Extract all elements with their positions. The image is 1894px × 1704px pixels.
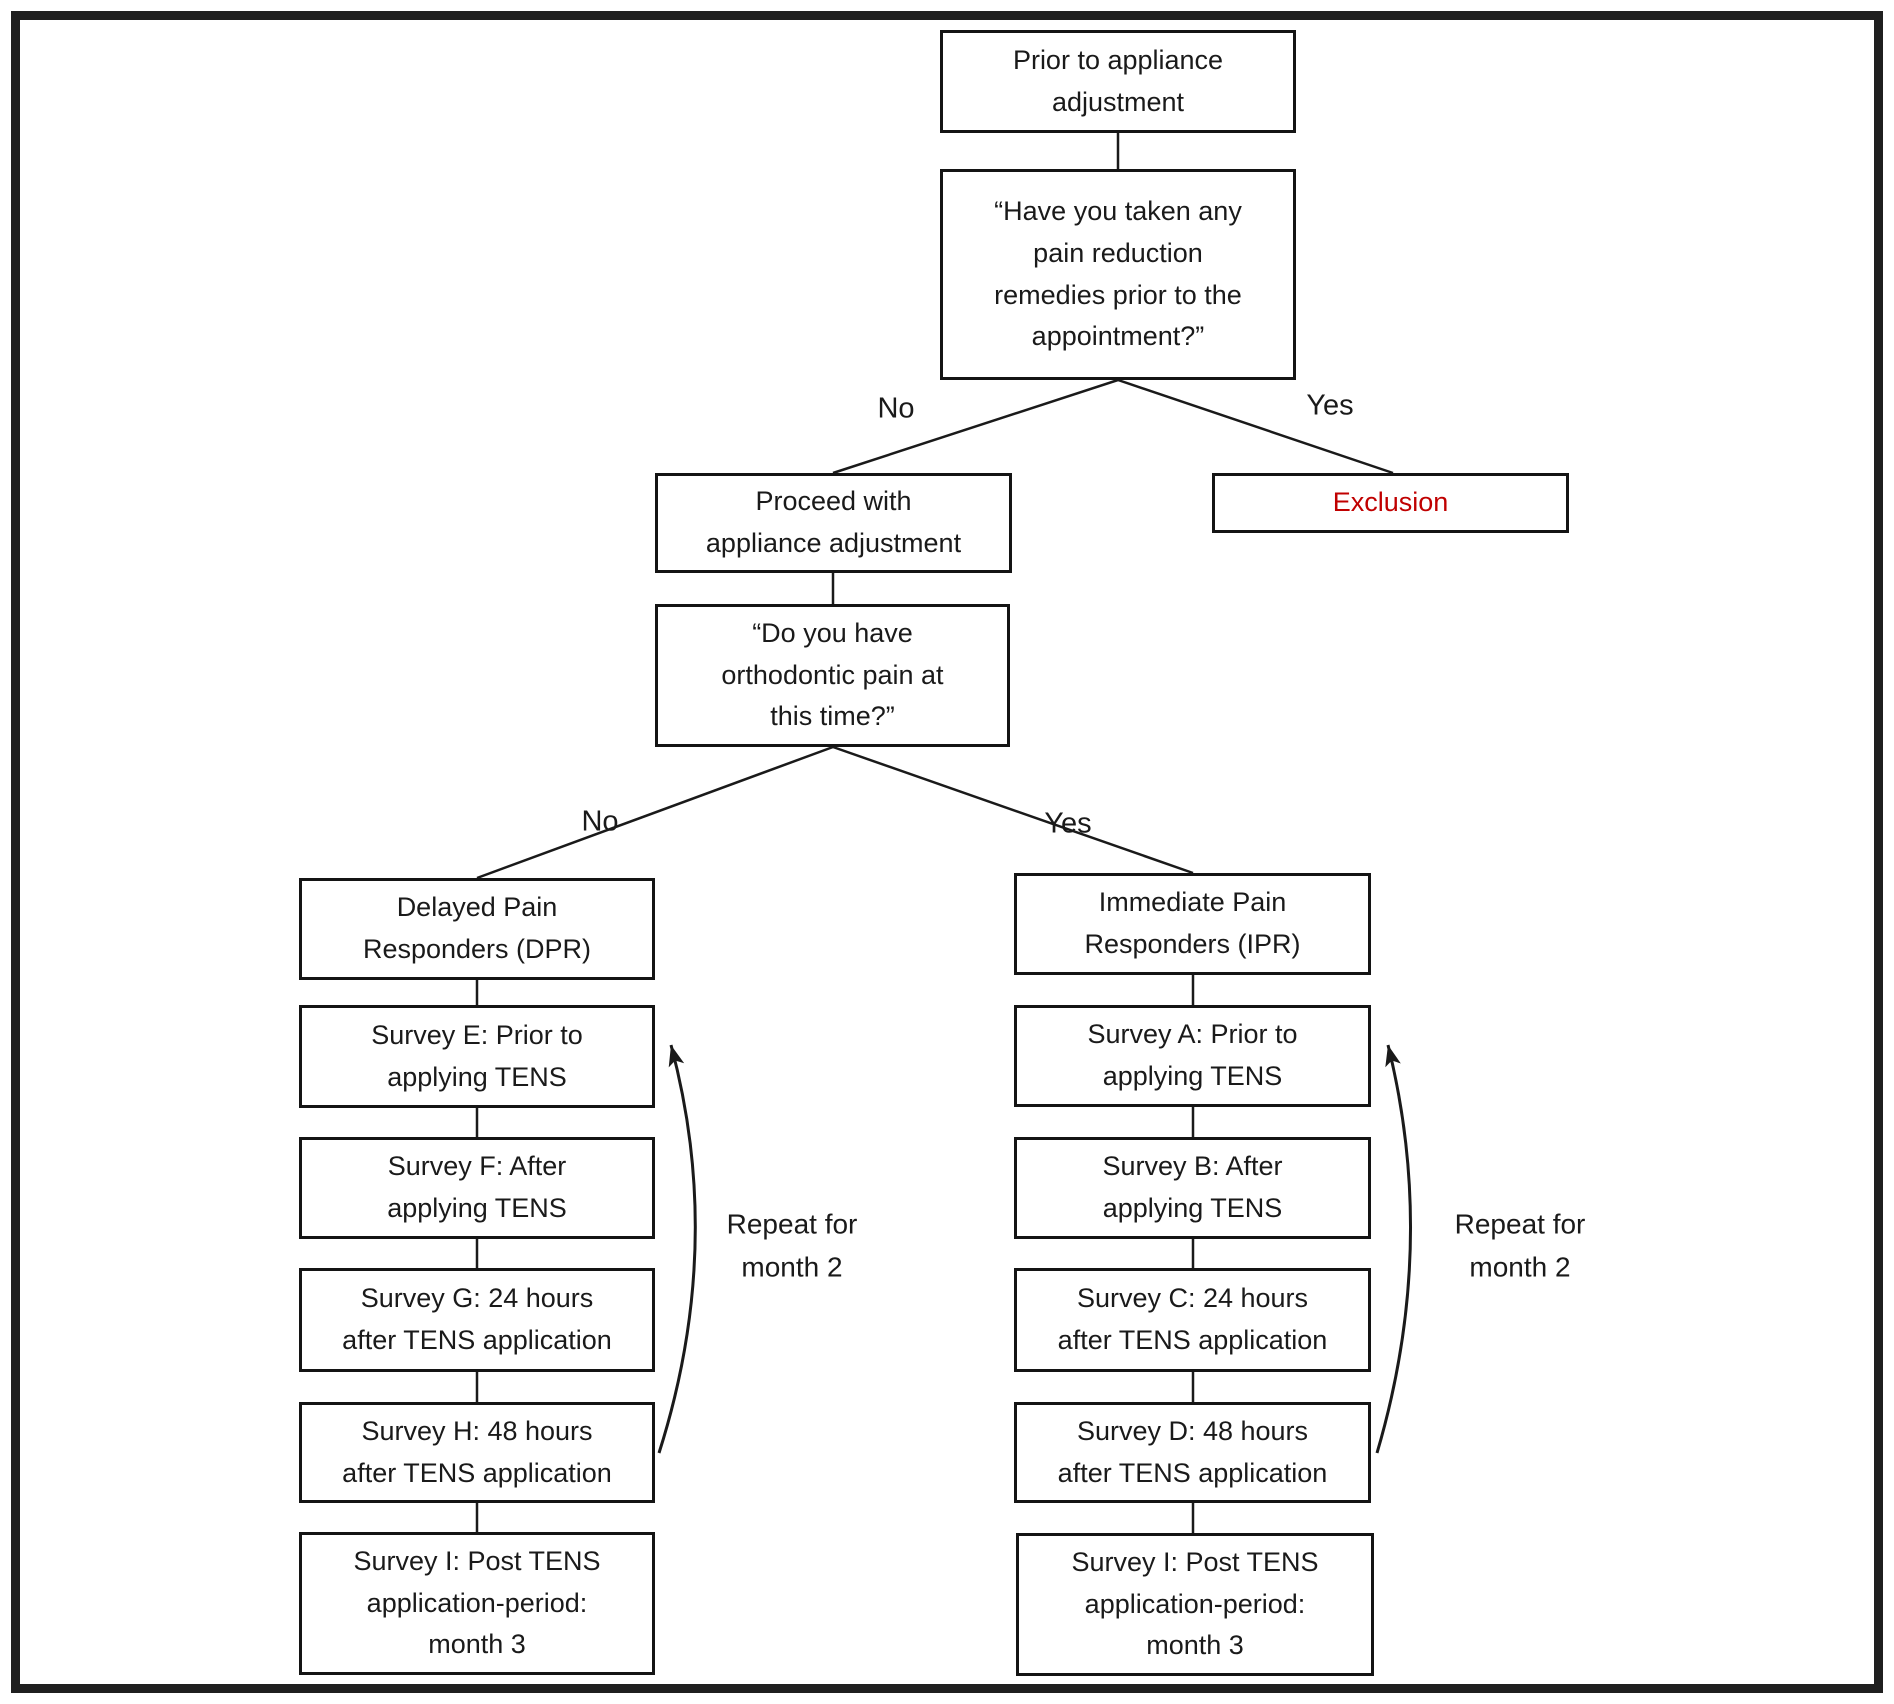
repeat-label-left: Repeat for month 2	[726, 1208, 858, 1283]
survey-step-i-right: Survey I: Post TENS application-period: …	[1016, 1533, 1374, 1676]
survey-step-b: Survey B: After applying TENS	[1014, 1137, 1371, 1239]
edge-label-yes-2: Yes	[1044, 807, 1092, 840]
survey-step-i-left: Survey I: Post TENS application-period: …	[299, 1532, 655, 1675]
survey-step-e: Survey E: Prior to applying TENS	[299, 1005, 655, 1108]
repeat-label-right: Repeat for month 2	[1454, 1208, 1586, 1283]
survey-step-g: Survey G: 24 hours after TENS applicatio…	[299, 1268, 655, 1372]
edge-label-no-1: No	[877, 392, 915, 425]
node-question-orthodontic-pain: “Do you have orthodontic pain at this ti…	[655, 604, 1010, 747]
node-proceed-with-adjustment: Proceed with appliance adjustment	[655, 473, 1012, 573]
edge-label-yes-1: Yes	[1306, 389, 1354, 422]
node-prior-to-adjustment: Prior to appliance adjustment	[940, 30, 1296, 133]
survey-step-c: Survey C: 24 hours after TENS applicatio…	[1014, 1268, 1371, 1372]
survey-step-a: Survey A: Prior to applying TENS	[1014, 1005, 1371, 1107]
outer-frame	[11, 11, 1883, 1693]
node-question-pain-remedies: “Have you taken any pain reduction remed…	[940, 169, 1296, 380]
survey-step-f: Survey F: After applying TENS	[299, 1137, 655, 1239]
survey-step-d: Survey D: 48 hours after TENS applicatio…	[1014, 1402, 1371, 1503]
edge-label-no-2: No	[581, 805, 619, 838]
branch-header-dpr: Delayed Pain Responders (DPR)	[299, 878, 655, 980]
node-exclusion: Exclusion	[1212, 473, 1569, 533]
branch-header-ipr: Immediate Pain Responders (IPR)	[1014, 873, 1371, 975]
survey-step-h: Survey H: 48 hours after TENS applicatio…	[299, 1402, 655, 1503]
